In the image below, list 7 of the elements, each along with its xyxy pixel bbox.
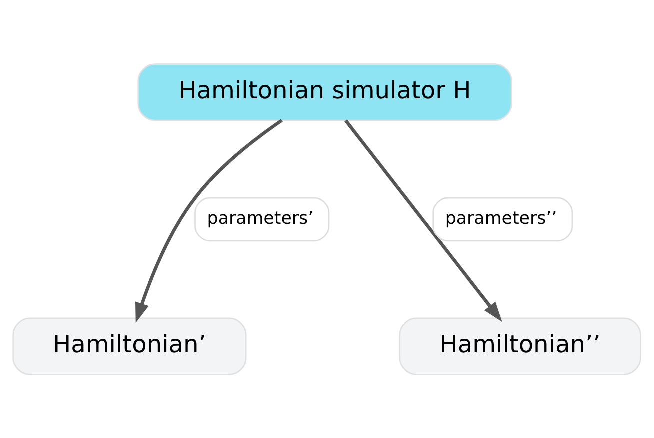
node-box: Hamiltonian simulator H bbox=[138, 63, 512, 121]
node-box: Hamiltonian’’ bbox=[399, 317, 642, 375]
arrow bbox=[136, 118, 283, 323]
edge-label: parameters’’ bbox=[445, 208, 558, 229]
node-box: Hamiltonian’ bbox=[12, 317, 247, 375]
edge-label: parameters’ bbox=[207, 208, 314, 229]
arrow bbox=[344, 119, 502, 322]
